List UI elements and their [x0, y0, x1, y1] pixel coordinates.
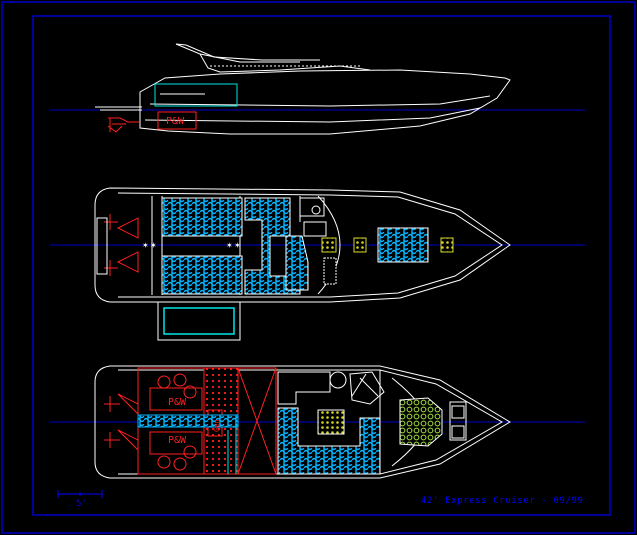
deck-hatch [321, 237, 337, 253]
salon-settee [277, 407, 381, 475]
profile-cabin-window [154, 83, 238, 107]
profile-hull [139, 69, 511, 135]
profile-windshield [175, 43, 371, 73]
deck-stars: ✶✶ ✶✶ [142, 241, 241, 250]
companionway-stairs [349, 371, 385, 405]
bow-hatch-1 [353, 237, 367, 253]
profile-view [95, 43, 511, 135]
lower-hull [94, 365, 511, 479]
helm-seat [285, 235, 309, 291]
salon [277, 371, 385, 475]
profile-drive [107, 111, 197, 133]
salon-table [317, 409, 345, 435]
svg-text:✶: ✶ [234, 241, 241, 250]
scale-label: 5' [76, 499, 87, 509]
cockpit-cushion-stbd [161, 255, 243, 295]
profile-engine-box [157, 111, 197, 130]
lower-pw-label-stbd: P&W [168, 435, 187, 446]
v-berth [399, 397, 443, 447]
svg-text:✶: ✶ [150, 241, 157, 250]
deck-swim-platform [96, 217, 108, 275]
deck-drives [104, 214, 139, 276]
lower-glass [227, 424, 237, 474]
deck-hull [94, 187, 511, 303]
forward-stateroom [399, 397, 465, 447]
galley-counter [277, 371, 331, 405]
lower-labels: P&W P&W Gen [168, 397, 221, 446]
bow-hatch-2 [440, 237, 454, 253]
scale-bar [57, 490, 103, 498]
swim-platform [157, 301, 241, 341]
drawing-title: 42' Express Cruiser - 09/99 [421, 496, 584, 506]
bow-sunpad [377, 227, 429, 263]
centerlines [50, 109, 585, 423]
lower-pw-label-port: P&W [168, 397, 187, 408]
profile-pw-label: P&W [166, 116, 185, 127]
svg-text:✶: ✶ [142, 241, 149, 250]
engine-stbd [149, 431, 203, 455]
deck-cushions [161, 197, 454, 295]
tank-band [137, 414, 239, 428]
svg-text:✶: ✶ [226, 241, 233, 250]
engine-port [149, 387, 203, 411]
cockpit-cushion-port [161, 197, 243, 237]
generator-label: Gen [213, 419, 221, 432]
